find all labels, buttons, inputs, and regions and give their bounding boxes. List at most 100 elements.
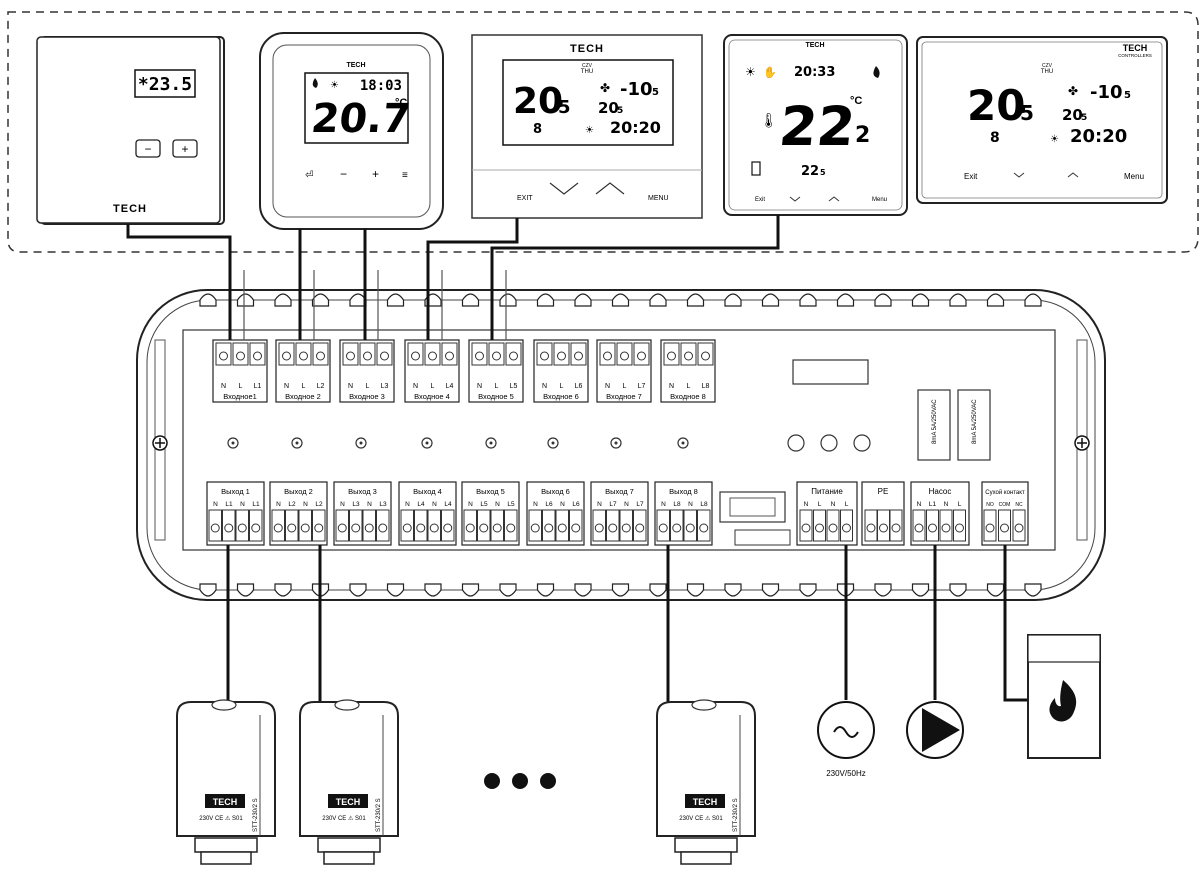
input-pin-label: L: [560, 383, 564, 390]
output-pin-label: L8: [700, 501, 708, 508]
menu-icon[interactable]: ≡: [402, 170, 408, 181]
output-pin-label: L1: [225, 501, 233, 508]
down-arrow-icon[interactable]: [549, 182, 579, 195]
minus-label: −: [144, 142, 151, 156]
fuse-holder-2: [957, 389, 991, 461]
display-window: [792, 359, 869, 385]
exit-button[interactable]: EXIT: [517, 195, 533, 202]
input-pin-label: L: [302, 383, 306, 390]
pin-label: L: [818, 501, 822, 508]
lcd-day: THU: [581, 69, 593, 75]
input-label: Входное 4: [414, 392, 450, 401]
pump-label: Насос: [929, 487, 952, 496]
lcd-outside: -10: [1090, 82, 1123, 103]
input-pin-label: L1: [254, 383, 262, 390]
minus-icon[interactable]: −: [340, 167, 347, 181]
up-arrow-icon[interactable]: [595, 182, 625, 195]
pe-label: PE: [878, 487, 889, 496]
output-pin-label: L1: [252, 501, 260, 508]
hand-icon: ✋: [763, 66, 777, 79]
exit-button[interactable]: Exit: [755, 197, 765, 203]
lcd-zones: 8: [533, 122, 542, 137]
output-pin-label: N: [661, 501, 666, 508]
actuator-brand: TECH: [693, 797, 718, 807]
down-arrow-icon[interactable]: [1013, 172, 1025, 178]
lcd-time: 20:20: [610, 118, 661, 137]
input-pin-label: L: [623, 383, 627, 390]
fuse-holder-1: [917, 389, 951, 461]
output-pin-label: N: [303, 501, 308, 508]
output-pin-label: N: [533, 501, 538, 508]
thermostat-4: TECH ☀ ✋ 20:33 🌡 22 °C 2 22 5 Exit Menu: [723, 34, 908, 216]
status-leds: [227, 434, 871, 452]
lcd-temp-dec: 5: [558, 97, 571, 118]
up-arrow-icon[interactable]: [1067, 172, 1079, 178]
back-icon[interactable]: ⏎: [305, 170, 313, 181]
output-pin-label: N: [367, 501, 372, 508]
thermostat-3: TECH CZV THU 20 5 ✤ -10 5 20 5 8 ☀ 20:20…: [471, 34, 703, 219]
plus-icon[interactable]: +: [372, 167, 379, 181]
output-pin-label: N: [240, 501, 245, 508]
lcd-time: 20:20: [1070, 126, 1127, 147]
lcd-display: [502, 59, 674, 146]
flame-icon: [1049, 680, 1077, 722]
output-pin-label: L6: [572, 501, 580, 508]
up-arrow-icon[interactable]: [828, 196, 840, 202]
thermostat-5: TECH CONTROLLERS CZV THU 20 5 ✤ -10 5 20…: [916, 36, 1168, 204]
input-pin-label: L: [495, 383, 499, 390]
input-pin-label: L5: [510, 383, 518, 390]
menu-button[interactable]: MENU: [648, 195, 669, 202]
input-pin-label: L3: [381, 383, 389, 390]
output-pin-label: N: [560, 501, 565, 508]
fuse-label-2: 8mA 5A/250VAC: [972, 399, 978, 444]
thermostat-2: TECH ☀ 18:03 20.7 °C ⏎ − + ≡: [259, 32, 444, 230]
input-label: Входное1: [223, 392, 257, 401]
power-label: Питание: [811, 487, 843, 496]
brand-logo: TECH: [1123, 43, 1148, 53]
minus-button[interactable]: [135, 139, 161, 158]
output-wires: [226, 545, 1028, 705]
lcd-set-dec: 5: [1081, 113, 1087, 123]
ac-source-icon: [817, 701, 875, 759]
input-pin-label: N: [542, 383, 547, 390]
cable-clamps-bottom: [199, 583, 1042, 597]
output-pin-label: N: [405, 501, 410, 508]
output-pin-label: N: [688, 501, 693, 508]
lcd-day: THU: [1041, 69, 1053, 75]
output-pin-label: N: [597, 501, 602, 508]
connector-window: [719, 491, 786, 523]
brand-logo: TECH: [113, 203, 147, 215]
input-pin-label: L: [239, 383, 243, 390]
plus-button[interactable]: [172, 139, 198, 158]
pin-label: NC: [1015, 502, 1023, 508]
lcd-outside: -10: [620, 79, 653, 100]
boiler: [1027, 634, 1101, 759]
input-pin-label: N: [284, 383, 289, 390]
input-label: Входное 3: [349, 392, 385, 401]
exit-button[interactable]: Exit: [964, 172, 978, 181]
dry-contact-label: Сухой контакт: [985, 489, 1025, 496]
actuator-brand: TECH: [213, 797, 238, 807]
menu-button[interactable]: Menu: [1124, 172, 1144, 181]
menu-button[interactable]: Menu: [872, 197, 887, 203]
brand-logo: TECH: [570, 43, 604, 55]
output-label: Выход 8: [669, 487, 698, 496]
lcd-time: 18:03: [360, 78, 402, 94]
lcd-temp: 20: [513, 81, 563, 122]
down-arrow-icon[interactable]: [789, 196, 801, 202]
output-pin-label: L5: [507, 501, 515, 508]
lcd-setpoint-dec: 5: [820, 168, 826, 177]
input-pin-label: L2: [317, 383, 325, 390]
output-pin-label: L6: [545, 501, 553, 508]
pin-label: N: [804, 501, 809, 508]
